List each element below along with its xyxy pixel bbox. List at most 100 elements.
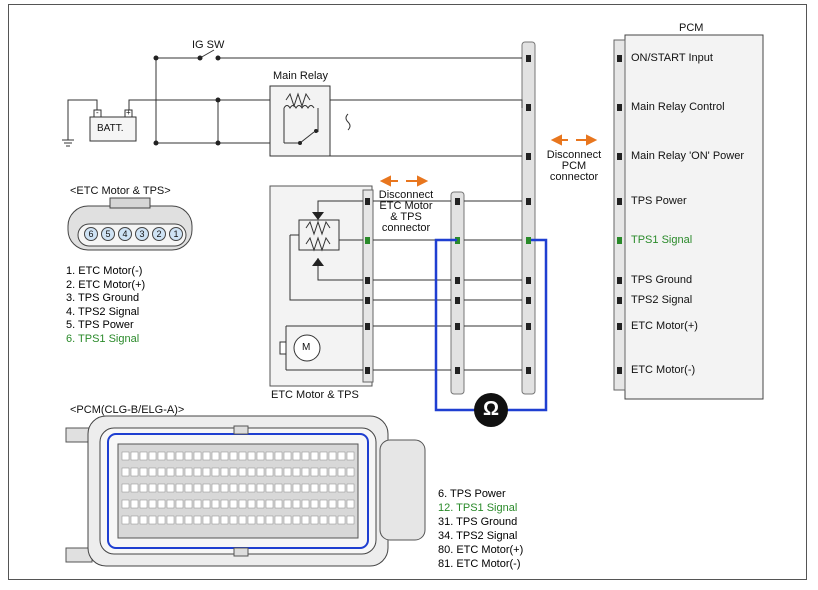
connector-pin-cell [283, 515, 292, 525]
connector-pin-cell [175, 467, 184, 477]
list-item: 81. ETC Motor(-) [438, 558, 521, 570]
pcm-pin-tps2-signal: TPS2 Signal [631, 294, 693, 306]
connector-pin-cell [319, 483, 328, 493]
connector-pin-cell [175, 451, 184, 461]
connector-pin-cell [283, 483, 292, 493]
connector-pin-cell [319, 451, 328, 461]
connector-pin-cell [121, 451, 130, 461]
pcm-pin-main-relay-control: Main Relay Control [631, 101, 725, 113]
connector-pin-cell [148, 499, 157, 509]
connector-pin-cell [220, 515, 229, 525]
connector-pin-cell [301, 515, 310, 525]
connector-pin-cell [310, 467, 319, 477]
list-item: 12. TPS1 Signal [438, 502, 518, 514]
connector-pin-cell [220, 483, 229, 493]
connector-pin-cell [229, 483, 238, 493]
connector-pin-cell [283, 451, 292, 461]
connector-pin-cell [202, 515, 211, 525]
connector-pin-cell [202, 499, 211, 509]
connector-pin-cell [310, 483, 319, 493]
connector-pin-cell [247, 515, 256, 525]
pcm-box [624, 34, 764, 400]
connector-pin-cell [139, 499, 148, 509]
connector-pin-cell [310, 451, 319, 461]
list-item: 80. ETC Motor(+) [438, 544, 524, 556]
etc-pin-list: 1. ETC Motor(-) 2. ETC Motor(+) 3. TPS G… [66, 265, 145, 346]
connector-pin-cell [166, 467, 175, 477]
list-item: 6. TPS Power [438, 488, 506, 500]
ig-sw-label: IG SW [192, 39, 225, 51]
connector-pin-cell [229, 451, 238, 461]
connector-pin-cell [337, 499, 346, 509]
connector-pin: 5 [101, 227, 115, 241]
list-item: 6. TPS1 Signal [66, 332, 140, 345]
connector-pin-cell [193, 451, 202, 461]
connector-pin: 1 [169, 227, 183, 241]
connector-pin-cell [337, 467, 346, 477]
etc-block-label: ETC Motor & TPS [271, 389, 359, 401]
connector-pin-cell [175, 499, 184, 509]
battery-plus: + [126, 108, 131, 117]
motor-symbol [293, 334, 321, 362]
connector-pin-cell [220, 467, 229, 477]
connector-pin-cell [346, 499, 355, 509]
connector-pin-cell [157, 515, 166, 525]
disconnect-pcm-note: Disconnect PCM connector [546, 149, 602, 183]
connector-pin-cell [148, 451, 157, 461]
connector-pin-cell [157, 499, 166, 509]
connector-pin-cell [292, 499, 301, 509]
connector-pin-cell [130, 483, 139, 493]
connector-pin-cell [346, 451, 355, 461]
connector-pin-cell [193, 499, 202, 509]
connector-pin-cell [247, 467, 256, 477]
ohmmeter [474, 393, 508, 427]
etc-connector-drawing [67, 197, 193, 251]
pcm-connector-title: <PCM(CLG-B/ELG-A)> [70, 404, 185, 416]
connector-pin-cell [202, 483, 211, 493]
connector-pin-cell [256, 451, 265, 461]
pcm-pin-list: 6. TPS Power 12. TPS1 Signal 31. TPS Gro… [438, 487, 523, 571]
connector-pin-cell [193, 483, 202, 493]
connector-pin-cell [256, 499, 265, 509]
connector-pin-cell [229, 499, 238, 509]
connector-pin-cell [337, 515, 346, 525]
connector-pin-cell [148, 467, 157, 477]
connector-pin-cell [130, 467, 139, 477]
connector-pin-cell [346, 467, 355, 477]
connector-pin: 6 [84, 227, 98, 241]
connector-pin-cell [247, 499, 256, 509]
connector-pin-cell [301, 467, 310, 477]
connector-pin-cell [130, 499, 139, 509]
connector-pin-cell [265, 515, 274, 525]
connector-pin-cell [274, 451, 283, 461]
connector-pin-cell [274, 515, 283, 525]
connector-pin: 4 [118, 227, 132, 241]
connector-pin-cell [193, 515, 202, 525]
connector-pin-cell [121, 467, 130, 477]
connector-pin-cell [139, 483, 148, 493]
disconnect-etc-note: Disconnect ETC Motor & TPS connector [378, 189, 434, 234]
connector-pin-cell [256, 515, 265, 525]
pcm-pin-etc-motor-minus: ETC Motor(-) [631, 364, 696, 376]
connector-pin-cell [301, 499, 310, 509]
connector-pin-cell [157, 467, 166, 477]
connector-pin-cell [130, 451, 139, 461]
ohm-symbol: Ω [482, 398, 500, 420]
connector-pin-cell [310, 515, 319, 525]
diagram-frame [8, 4, 807, 580]
connector-pin-cell [184, 483, 193, 493]
connector-pin-cell [319, 499, 328, 509]
battery [89, 116, 137, 142]
connector-pin-cell [292, 515, 301, 525]
pcm-pin-tps-power: TPS Power [631, 195, 687, 207]
connector-pin-cell [346, 483, 355, 493]
pcm-pin-tps-ground: TPS Ground [631, 274, 693, 286]
etc-harness-connector [450, 191, 465, 395]
connector-pin-cell [166, 515, 175, 525]
connector-pin-cell [274, 483, 283, 493]
connector-pin-cell [265, 451, 274, 461]
connector-pin-cell [328, 515, 337, 525]
connector-pin-cell [211, 467, 220, 477]
main-relay [269, 85, 331, 157]
connector-pin-cell [166, 451, 175, 461]
